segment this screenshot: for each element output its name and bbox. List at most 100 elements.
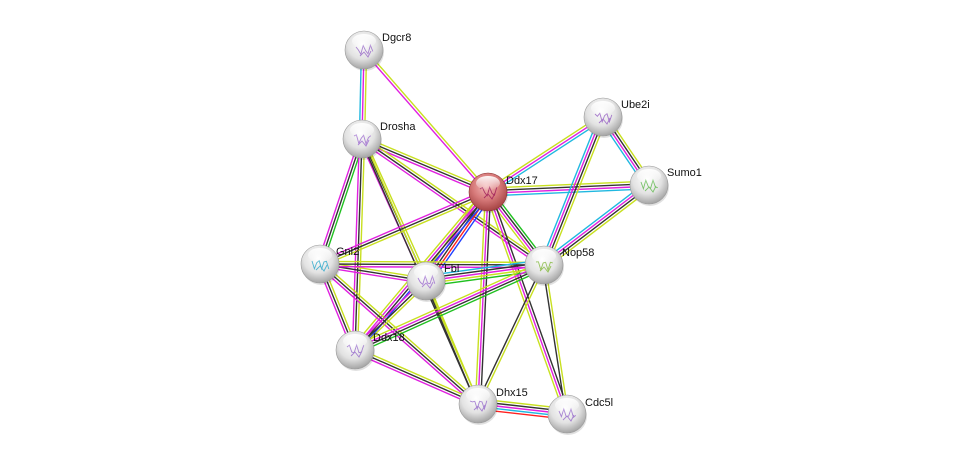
node-label: Cdc5l bbox=[585, 397, 613, 409]
edge-line-coexpression bbox=[319, 191, 489, 265]
edge-line-experiments bbox=[425, 264, 545, 282]
protein-structure-icon bbox=[594, 112, 613, 125]
edge-line-experiments bbox=[354, 263, 544, 350]
node-label: Fbl bbox=[444, 263, 459, 275]
edge-line-experiments bbox=[542, 116, 603, 265]
edge-nop58-ddx18[interactable] bbox=[353, 260, 546, 355]
edge-line-textmining bbox=[362, 135, 490, 191]
edge-line-experiments bbox=[477, 191, 489, 405]
edge-fbl-dhx15[interactable] bbox=[424, 280, 480, 405]
edge-nop58-dhx15[interactable] bbox=[476, 264, 546, 405]
protein-structure-icon bbox=[469, 400, 488, 412]
node-label: Dgcr8 bbox=[382, 32, 411, 44]
edge-line-coexpression bbox=[487, 183, 649, 192]
edge-sumo1-nop58[interactable] bbox=[541, 181, 652, 269]
edge-line-textmining bbox=[353, 260, 543, 348]
edge-line-coexpression bbox=[425, 261, 544, 280]
edge-drosha-gnl2[interactable] bbox=[316, 137, 366, 266]
edge-line-experiments bbox=[488, 185, 650, 194]
node-cdc5l[interactable]: Cdc5l bbox=[547, 394, 613, 435]
edge-line-coexpression bbox=[542, 265, 567, 415]
edge-ddx17-ube2i[interactable] bbox=[486, 114, 605, 195]
node-gloss bbox=[476, 176, 500, 190]
node-gloss bbox=[414, 265, 438, 279]
node-gloss bbox=[352, 34, 376, 48]
node-label: Ddx17 bbox=[506, 175, 538, 187]
protein-structure-icon bbox=[640, 178, 658, 193]
edge-line-textmining bbox=[320, 193, 490, 268]
node-dgcr8[interactable]: Dgcr8 bbox=[344, 30, 411, 71]
edge-line-textmining bbox=[487, 180, 649, 189]
edge-line-textmining bbox=[356, 139, 366, 351]
edge-line-experiments bbox=[318, 188, 488, 263]
edge-line-textmining bbox=[364, 48, 490, 192]
edge-ddx17-gnl2[interactable] bbox=[318, 188, 490, 268]
node-fbl[interactable]: Fbl bbox=[406, 261, 459, 302]
edge-line-databases bbox=[539, 115, 601, 264]
node-gloss bbox=[343, 334, 367, 348]
edge-line-neighborhood bbox=[321, 139, 366, 266]
edge-line-textmining bbox=[426, 266, 545, 285]
edge-line-textmining bbox=[478, 265, 546, 405]
edge-ube2i-nop58[interactable] bbox=[539, 115, 608, 267]
node-label: Gnl2 bbox=[336, 246, 359, 258]
edge-line-textmining bbox=[426, 280, 480, 404]
node-label: Drosha bbox=[380, 121, 416, 133]
edge-line-coexpression bbox=[476, 264, 544, 404]
node-gloss bbox=[637, 169, 661, 183]
edge-line-coexpression bbox=[354, 349, 479, 405]
edge-line-experiments bbox=[487, 116, 604, 193]
edge-line-coexpression bbox=[361, 138, 545, 266]
edge-line-neighborhood bbox=[356, 267, 546, 355]
node-gloss bbox=[308, 248, 332, 262]
edge-line-textmining bbox=[363, 137, 430, 281]
node-nop58[interactable]: Nop58 bbox=[524, 245, 594, 286]
edge-line-databases bbox=[541, 181, 648, 263]
node-sumo1[interactable]: Sumo1 bbox=[629, 165, 702, 206]
edge-line-experiments bbox=[542, 183, 649, 265]
edge-line-coexpression bbox=[479, 192, 492, 405]
edge-line-textmining bbox=[320, 260, 545, 264]
edge-line-coexpression bbox=[319, 138, 363, 265]
edge-line-experiments bbox=[353, 351, 478, 408]
protein-structure-icon bbox=[311, 259, 330, 272]
node-drosha[interactable]: Drosha bbox=[342, 119, 416, 160]
edge-line-textmining bbox=[355, 346, 480, 403]
node-label: Ube2i bbox=[621, 99, 650, 111]
edge-ddx18-dhx15[interactable] bbox=[353, 346, 480, 408]
edge-line-experiments bbox=[362, 50, 488, 194]
edge-line-databases bbox=[489, 118, 605, 195]
edge-line-coexpression bbox=[424, 281, 478, 405]
edge-line-textmining bbox=[545, 187, 652, 269]
node-label: Sumo1 bbox=[667, 167, 702, 179]
edge-line-textmining bbox=[544, 264, 569, 414]
node-ddx17[interactable]: Ddx17 bbox=[468, 172, 538, 213]
edge-line-coexpression bbox=[544, 185, 651, 267]
node-dhx15[interactable]: Dhx15 bbox=[458, 384, 528, 425]
node-gnl2[interactable]: Gnl2 bbox=[300, 244, 359, 285]
node-label: Nop58 bbox=[562, 247, 594, 259]
node-gloss bbox=[555, 398, 579, 412]
edge-line-textmining bbox=[484, 192, 566, 416]
edge-dgcr8-ddx17[interactable] bbox=[362, 48, 490, 194]
edge-line-databases bbox=[425, 259, 544, 277]
edge-line-coexpression bbox=[361, 138, 489, 193]
edge-line-experiments bbox=[351, 138, 361, 350]
edge-line-textmining bbox=[321, 261, 481, 403]
protein-structure-icon bbox=[558, 407, 577, 422]
edge-line-experiments bbox=[316, 137, 361, 264]
edge-line-coexpression bbox=[355, 265, 545, 352]
edge-line-textmining bbox=[546, 118, 608, 267]
node-ddx18[interactable]: Ddx18 bbox=[335, 330, 405, 371]
node-gloss bbox=[466, 388, 490, 402]
node-gloss bbox=[532, 249, 556, 263]
edge-nop58-cdc5l[interactable] bbox=[542, 264, 569, 415]
edge-line-coexpression bbox=[489, 190, 571, 414]
node-gloss bbox=[350, 123, 374, 137]
edge-line-coexpression bbox=[544, 117, 605, 266]
node-gloss bbox=[591, 101, 615, 115]
node-ube2i[interactable]: Ube2i bbox=[583, 97, 650, 138]
edge-line-textmining bbox=[486, 114, 602, 191]
